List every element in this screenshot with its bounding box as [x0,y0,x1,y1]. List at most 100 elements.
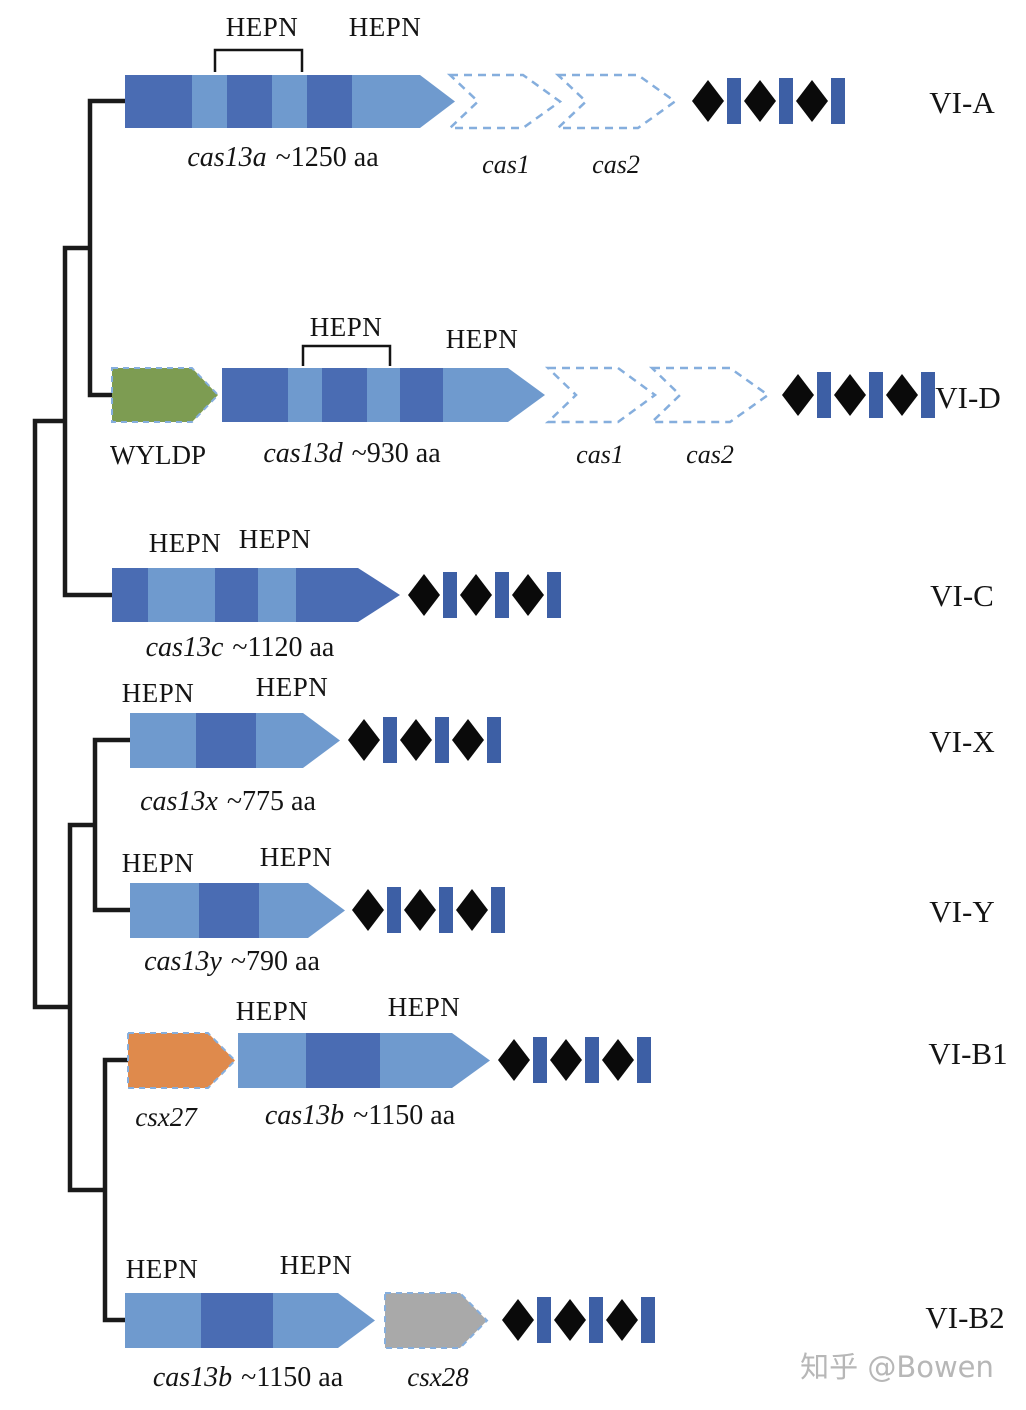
gene-caption: cas13x ~775 aa [140,786,316,818]
domain-band [148,568,215,622]
csx28-label: csx28 [407,1362,469,1392]
tree-branch-lower [67,822,105,1193]
tree-branch-b1-b2 [102,1057,128,1323]
locus-vi-d [111,366,935,424]
gene-caption: cas13d ~930 aa [263,438,440,470]
hepn-label: HEPN [348,12,422,42]
crispr-array [352,887,505,933]
cas2-gene-outline [648,366,771,424]
subtype-label: VI-C [930,578,994,613]
subtype-label: VI-D [935,380,1001,415]
cas13y-gene-arrow [130,883,345,938]
gene-caption: cas13b ~1150 aa [153,1362,343,1394]
domain-band [227,75,272,128]
hepn-label: HEPN [121,848,195,878]
gene-caption: cas13y ~790 aa [144,946,320,978]
crispr-array [782,372,935,418]
hepn-label: HEPN [259,842,333,872]
gene-arrow-body [222,368,545,422]
watermark: 知乎 @Bowen [800,1350,994,1384]
hepn-label: HEPN [387,992,461,1022]
gene-arrow-body [125,75,455,128]
wyldp-gene-arrow [111,367,220,423]
gene-caption: cas13c ~1120 aa [146,632,335,664]
domain-band [400,368,443,422]
gene-caption: cas13b ~1150 aa [265,1100,455,1132]
domain-band [201,1293,273,1348]
domain-band [258,568,296,622]
gene-size: ~1250 aa [275,142,379,173]
phylo-tree [32,98,130,1323]
crispr-array [498,1037,651,1083]
gene-name: cas13c [145,632,224,663]
hepn-label: HEPN [121,678,195,708]
gene-name: cas13y [144,946,222,977]
subtype-label: VI-Y [929,894,995,929]
gene-size: ~1150 aa [241,1362,344,1393]
locus-vi-y [130,883,505,938]
cas13d-gene-arrow [222,368,545,422]
gene-name: cas13d [263,438,343,469]
cas13x-gene-arrow [130,713,340,768]
cas13a-gene-arrow [125,75,455,128]
csx28-gene-arrow [384,1292,489,1349]
gene-size: ~790 aa [230,946,320,977]
wyldp-label: WYLDP [110,440,206,470]
gene-name: cas13b [152,1362,233,1393]
crispr-array [502,1297,655,1343]
subtype-label: VI-B2 [925,1300,1005,1335]
gene-caption: cas13a ~1250 aa [187,142,378,174]
hepn-label: HEPN [238,524,312,554]
tree-branch-root [32,418,70,1010]
hepn-label: HEPN [255,672,329,702]
cas1-gene-outline [544,366,658,424]
gene-size: ~775 aa [226,786,316,817]
locus-vi-a [125,73,845,130]
hepn-label: HEPN [148,528,222,558]
cas2-label: cas2 [686,440,734,469]
gene-size: ~930 aa [351,438,441,469]
gene-size: ~1120 aa [232,632,335,663]
cas13b-gene-arrow [238,1033,490,1088]
csx27-gene-arrow [127,1032,237,1089]
locus-vi-b2 [125,1292,655,1349]
cas1-label: cas1 [576,440,624,469]
locus-vi-c [112,568,561,622]
hepn-brackets [213,48,392,366]
domain-band [222,368,288,422]
hepn-label: HEPN [279,1250,353,1280]
cas1-label: cas1 [482,150,530,179]
csx27-label: csx27 [135,1102,197,1132]
crispr-array [408,572,561,618]
domain-band [306,1033,380,1088]
tree-branch-x-y [92,737,130,913]
crispr-array [692,78,845,124]
subtype-label: VI-X [929,724,995,759]
cas2-label: cas2 [592,150,640,179]
cas1-gene-outline [446,73,563,130]
hepn-bracket-vi-d [301,344,392,366]
locus-vi-b1 [127,1032,651,1089]
domain-band [307,75,352,128]
hepn-label: HEPN [445,324,519,354]
locus-vi-x [130,713,501,768]
cas13c-gene-arrow [112,568,400,622]
tree-branch-a-d [87,98,125,398]
domain-band [322,368,367,422]
gene-name: cas13a [187,142,267,173]
gene-size: ~1150 aa [353,1100,456,1131]
domain-band [199,883,259,938]
gene-name: cas13x [140,786,218,817]
domain-band [125,75,192,128]
hepn-label: HEPN [125,1254,199,1284]
gene-name: cas13b [264,1100,345,1131]
subtype-label: VI-A [929,85,995,120]
hepn-label: HEPN [309,312,383,342]
cas2-gene-outline [554,73,678,130]
hepn-label: HEPN [225,12,299,42]
subtype-label: VI-B1 [928,1036,1008,1071]
crispr-array [348,717,501,763]
domain-band [196,713,256,768]
